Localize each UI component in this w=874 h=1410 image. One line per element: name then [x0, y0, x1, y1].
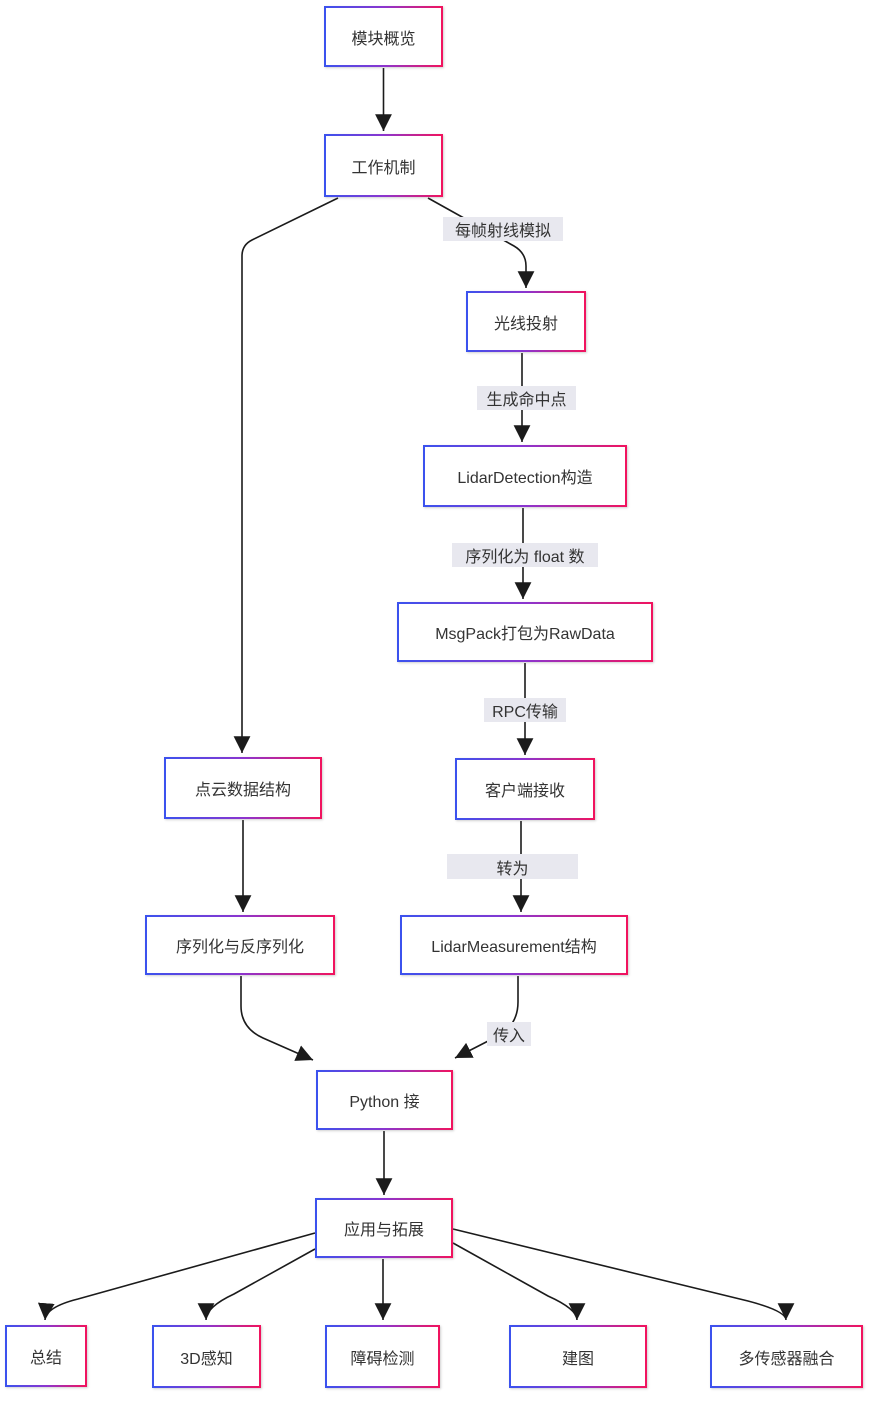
edge-applications-summary: [37, 1232, 316, 1321]
node-label: 多传感器融合: [738, 1350, 835, 1368]
node-lidar-measurement: LidarMeasurement结构: [400, 915, 628, 975]
node-python-api: Python 接: [316, 1070, 453, 1130]
edge-label-generate-hit-points: 生成命中点: [477, 386, 576, 410]
node-label: 模块概览: [351, 30, 416, 48]
edge-applications-mapping: [452, 1242, 586, 1321]
edge-label-pass-in: 传入: [487, 1022, 531, 1046]
node-sensor-fusion: 多传感器融合: [710, 1325, 863, 1388]
node-label: 应用与拓展: [343, 1222, 424, 1239]
node-applications: 应用与拓展: [315, 1198, 453, 1258]
node-label: 光线投射: [493, 315, 558, 333]
edge-mechanism-raycast: [427, 197, 535, 288]
node-mapping: 建图: [509, 1325, 647, 1388]
node-serialization: 序列化与反序列化: [145, 915, 335, 975]
node-pointcloud-structure: 点云数据结构: [164, 757, 322, 819]
edge-label-per-frame-ray-sim: 每帧射线模拟: [443, 217, 563, 241]
node-label: 3D感知: [180, 1350, 233, 1368]
edge-label-rpc-transfer: RPC传输: [484, 698, 566, 722]
node-label: 总结: [29, 1350, 62, 1367]
edge-label-serialize-float: 序列化为 float 数: [452, 543, 598, 567]
node-label: LidarDetection构造: [457, 470, 593, 487]
node-module-overview: 模块概览: [324, 6, 443, 67]
node-label: Python 接: [349, 1094, 420, 1111]
edge-serialization-python: [240, 976, 314, 1061]
node-summary: 总结: [5, 1325, 87, 1387]
node-label: 序列化与反序列化: [175, 939, 304, 956]
node-label: LidarMeasurement结构: [431, 939, 597, 956]
node-label: 障碍检测: [350, 1350, 415, 1368]
edge-applications-perception3d: [197, 1248, 316, 1321]
node-ray-casting: 光线投射: [466, 291, 586, 352]
node-label: 工作机制: [351, 159, 416, 177]
node-3d-perception: 3D感知: [152, 1325, 261, 1388]
node-lidar-detection: LidarDetection构造: [423, 445, 627, 507]
node-label: 建图: [561, 1350, 594, 1368]
node-obstacle-detection: 障碍检测: [325, 1325, 440, 1388]
node-msgpack-rawdata: MsgPack打包为RawData: [397, 602, 653, 662]
edge-mechanism-pointcloud: [233, 197, 339, 753]
node-working-mechanism: 工作机制: [324, 134, 443, 197]
node-label: 点云数据结构: [194, 782, 291, 799]
node-label: 客户端接收: [484, 783, 565, 800]
edge-label-convert: 转为: [447, 854, 578, 879]
edge-applications-fusion: [452, 1228, 795, 1321]
node-client-receive: 客户端接收: [455, 758, 595, 820]
node-label: MsgPack打包为RawData: [435, 626, 615, 643]
